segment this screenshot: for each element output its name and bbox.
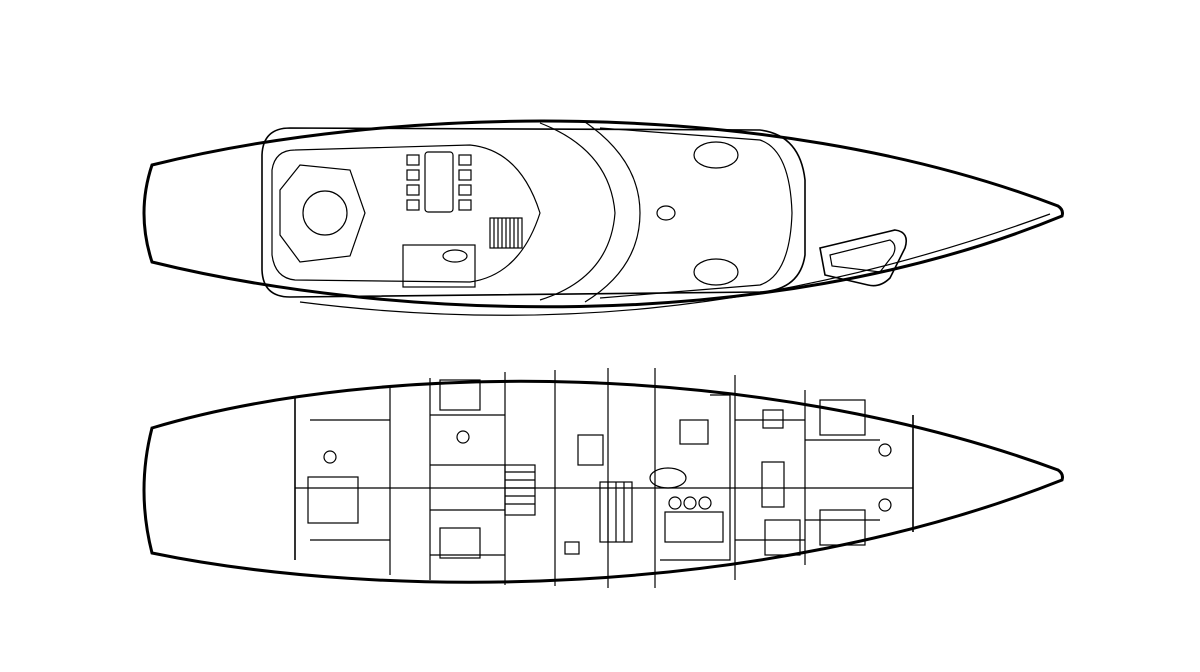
- windshield-arc-1: [539, 122, 616, 301]
- lounge-seating: [279, 164, 366, 263]
- crew-settee: [764, 519, 801, 556]
- stair-treads-lower: [505, 471, 625, 542]
- round-table: [302, 190, 348, 236]
- cabin-walls: [295, 368, 913, 588]
- lower-deck-plan: [142, 368, 1064, 588]
- bed-cabin-1: [439, 379, 481, 411]
- sink-2: [456, 430, 470, 444]
- upper-rail-line: [299, 213, 1051, 316]
- settee: [664, 511, 724, 543]
- hatch-port: [693, 141, 739, 169]
- nav-desk: [679, 419, 709, 445]
- tender: [819, 229, 908, 287]
- locker: [564, 541, 580, 555]
- sink-1: [323, 450, 337, 464]
- mast-step: [656, 205, 676, 221]
- lower-hull-outline: [142, 379, 1064, 584]
- upper-deck-plan: [142, 119, 1064, 316]
- tender-inner: [829, 239, 896, 273]
- sink-4: [878, 498, 892, 512]
- crew-table: [761, 461, 785, 508]
- dining-chairs: [406, 154, 472, 211]
- bed-cabin-2: [439, 527, 481, 559]
- aft-cockpit: [271, 144, 541, 283]
- sink-3: [878, 443, 892, 457]
- galley-counter: [660, 394, 731, 561]
- chart-table: [577, 434, 604, 466]
- hatch-starboard: [693, 258, 739, 286]
- bed-fwd-1: [819, 399, 866, 436]
- deckhouse-outline: [261, 127, 806, 298]
- dining-table: [424, 151, 454, 213]
- stair-treads: [493, 218, 519, 248]
- main-stairs: [504, 464, 536, 516]
- wet-bar: [402, 244, 476, 288]
- windshield-arc-2: [584, 121, 641, 303]
- bed-fwd-2: [819, 509, 866, 546]
- stools: [668, 496, 712, 510]
- grid-panel: [762, 409, 784, 429]
- saloon-table: [649, 467, 687, 489]
- foredeck-panel: [599, 127, 793, 299]
- upper-hull-outline: [142, 119, 1064, 309]
- sink: [442, 249, 468, 263]
- bed-aft: [307, 476, 359, 524]
